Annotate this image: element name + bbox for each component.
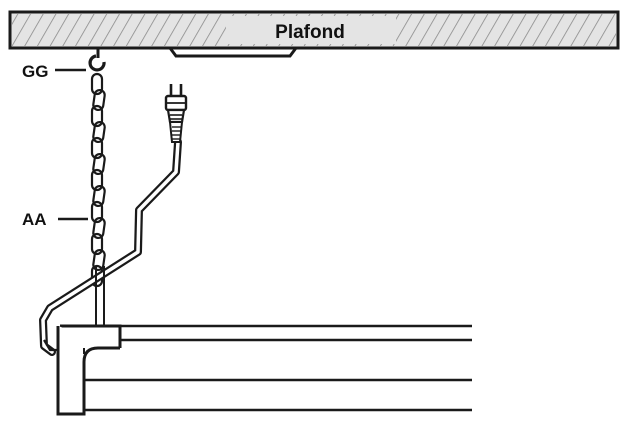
chain-link xyxy=(92,216,106,240)
power-plug-icon xyxy=(164,84,188,143)
callout-gg: GG xyxy=(22,62,86,81)
ceiling-label: Plafond xyxy=(275,22,345,43)
callout-label-aa: AA xyxy=(22,210,47,229)
ceiling: Plafond xyxy=(8,10,620,50)
chain-link xyxy=(90,72,104,96)
chain-link xyxy=(90,136,104,160)
chain-link xyxy=(90,168,104,192)
chain-link xyxy=(92,248,106,272)
callout-aa: AA xyxy=(22,210,88,229)
callout-label-gg: GG xyxy=(22,62,48,81)
chain-link xyxy=(92,120,106,144)
light-fixture-icon xyxy=(43,266,472,416)
ceiling-hook-icon xyxy=(88,48,106,72)
chain-link xyxy=(92,184,106,208)
chain-link xyxy=(90,232,104,256)
chain-icon xyxy=(90,72,106,288)
chain-link xyxy=(90,200,104,224)
chain-link xyxy=(90,104,104,128)
canopy-plate xyxy=(168,47,298,58)
power-cord-icon xyxy=(39,138,182,356)
chain-link xyxy=(92,152,106,176)
chain-link xyxy=(92,88,106,112)
